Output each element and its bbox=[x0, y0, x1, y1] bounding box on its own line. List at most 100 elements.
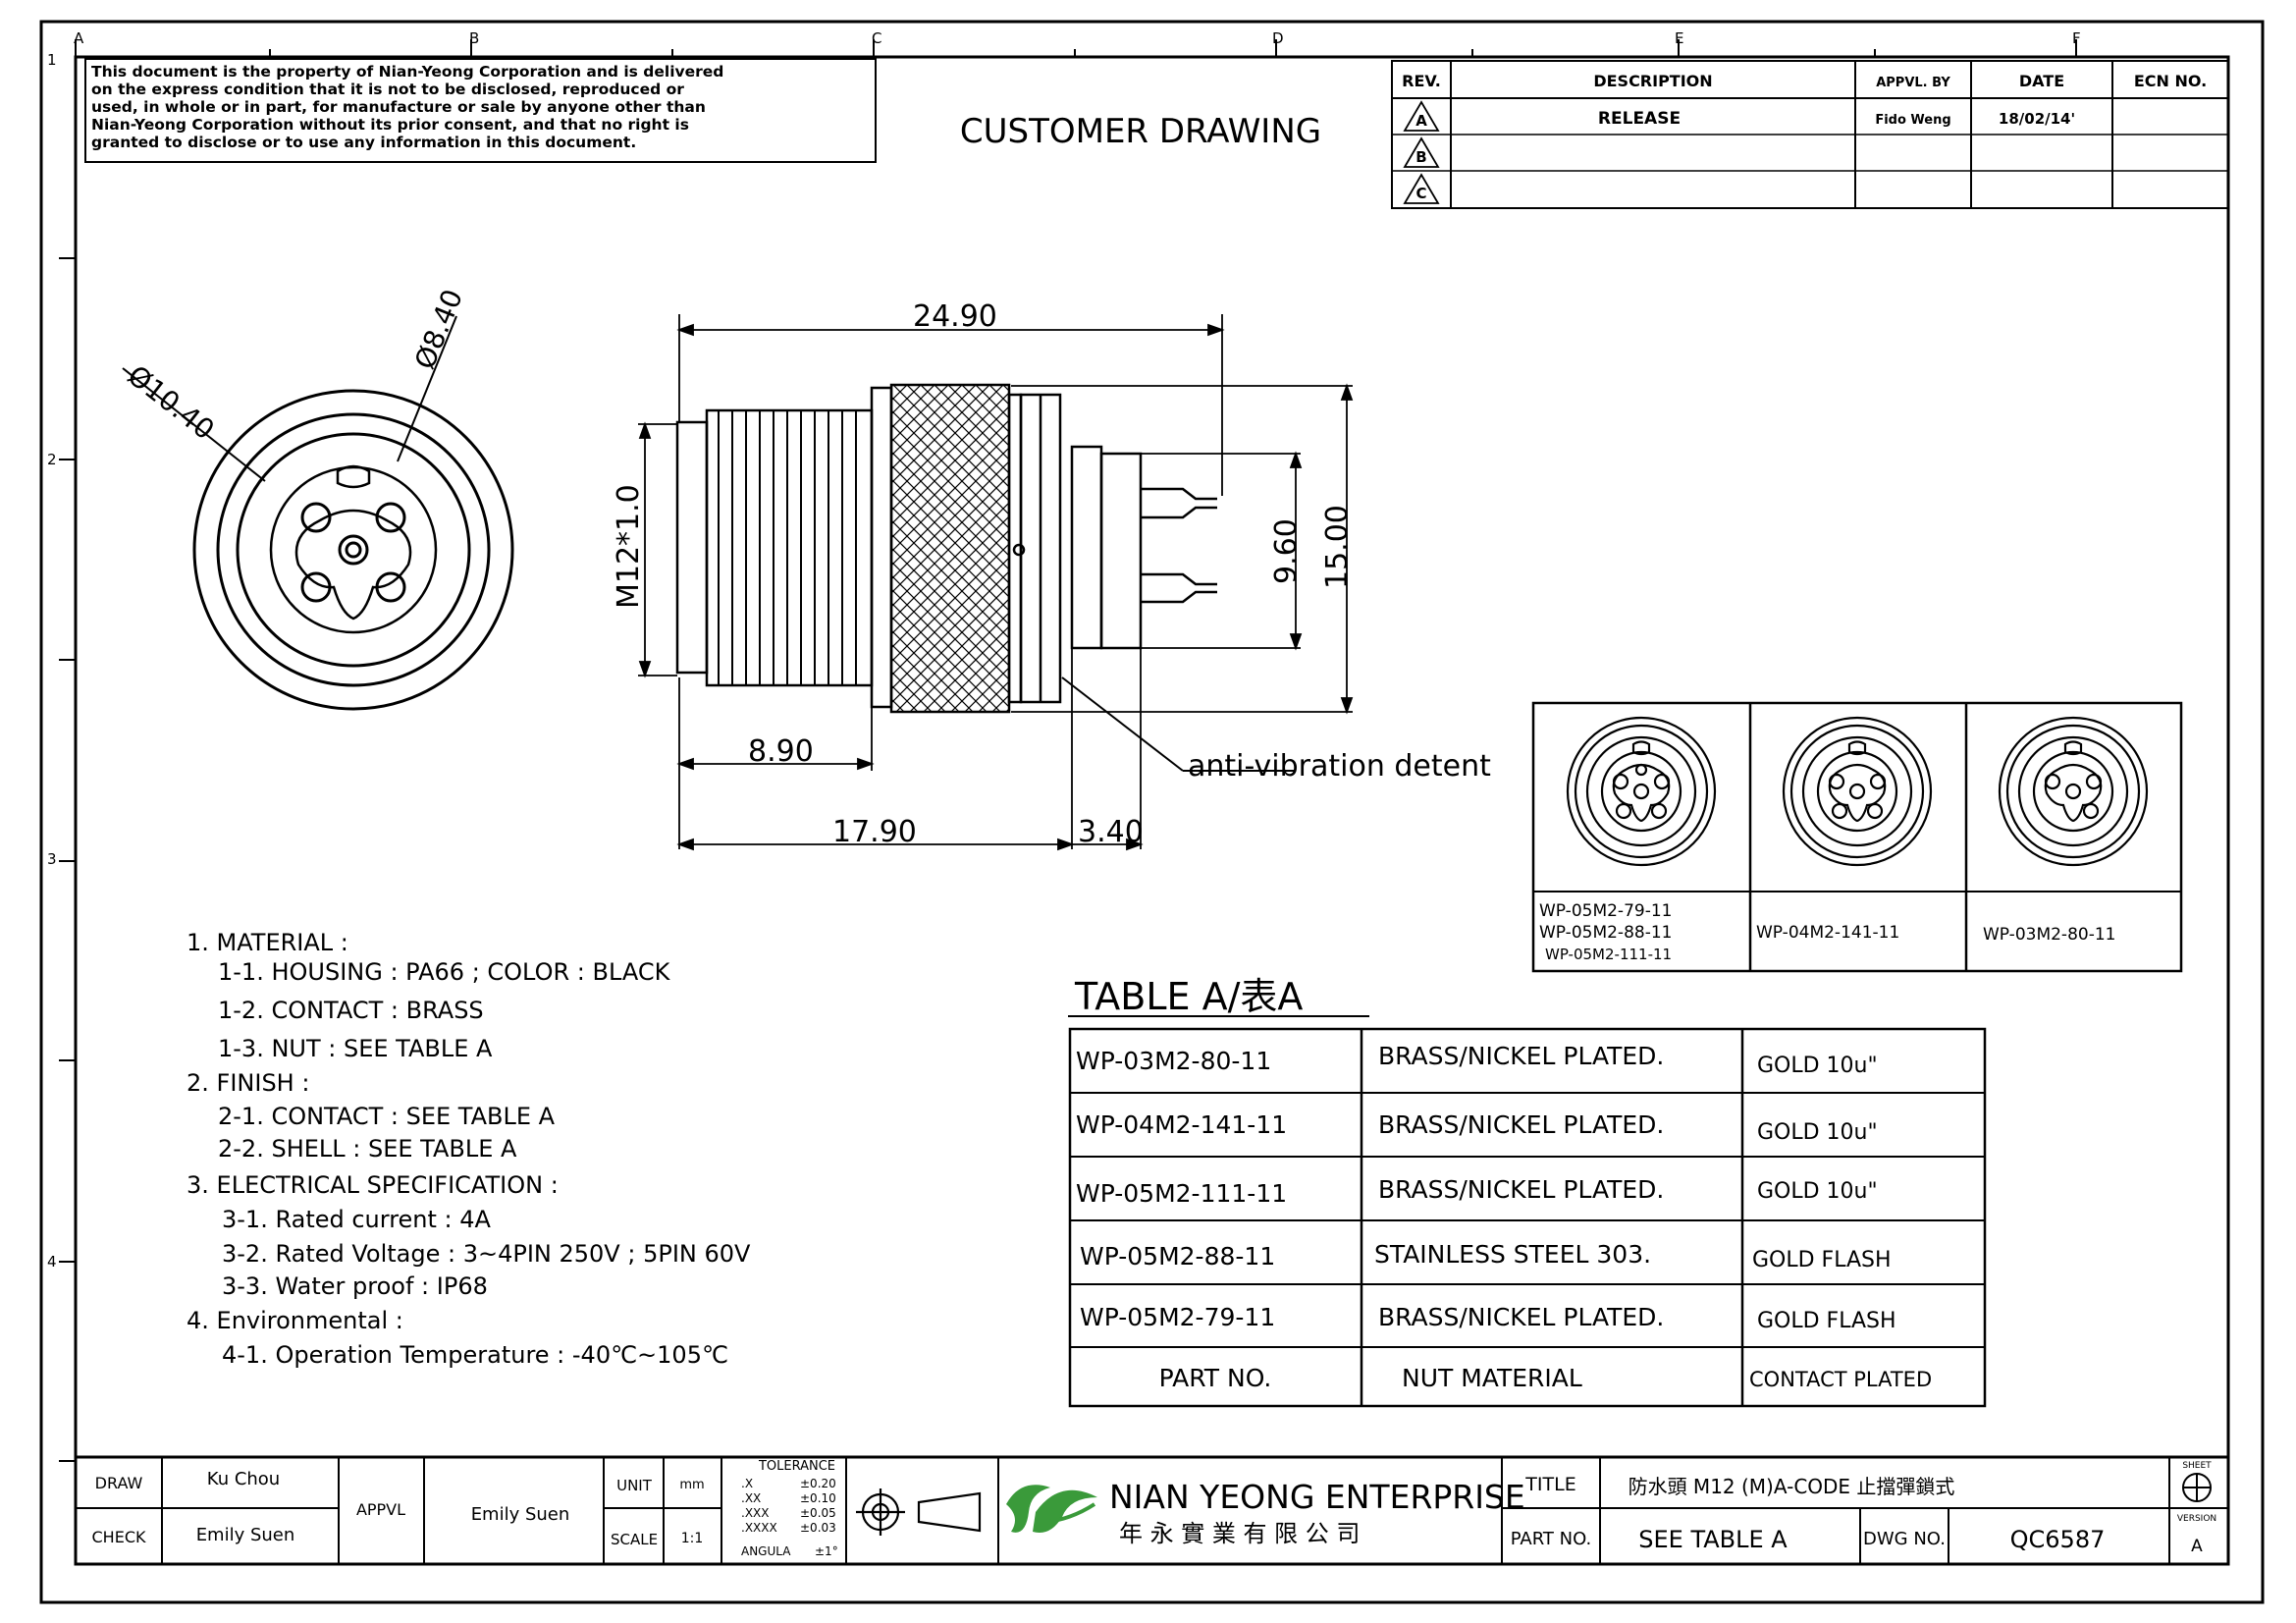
dwg-no-value: QC6587 bbox=[2010, 1526, 2106, 1553]
dim-body-length: 17.90 bbox=[832, 815, 917, 849]
pin-view-label: WP-03M2-80-11 bbox=[1983, 925, 2115, 945]
table-a-plating: GOLD FLASH bbox=[1752, 1248, 1892, 1272]
table-a-footer: NUT MATERIAL bbox=[1402, 1364, 1582, 1392]
rev-header: ECN NO. bbox=[2134, 72, 2207, 90]
table-a-title: TABLE A/表A bbox=[1074, 975, 1303, 1018]
row-label: 3 bbox=[47, 850, 57, 868]
dim-thread-length: 8.90 bbox=[748, 734, 814, 769]
drawing-title: 防水頭 M12 (M)A-CODE 止擋彈鎖式 bbox=[1629, 1475, 1955, 1498]
company-name-cn: 年 永 實 業 有 限 公 司 bbox=[1119, 1520, 1360, 1547]
tolerance-value: ±1° bbox=[815, 1544, 838, 1558]
pin-view-label: WP-05M2-88-11 bbox=[1539, 923, 1672, 943]
header-title: CUSTOMER DRAWING bbox=[960, 112, 1321, 151]
draw-name: Ku Chou bbox=[207, 1469, 280, 1489]
note-line: 2-2. SHELL : SEE TABLE A bbox=[218, 1135, 517, 1163]
row-label: 1 bbox=[47, 51, 57, 69]
detent-label: anti-vibration detent bbox=[1188, 749, 1491, 784]
note-line: 3-2. Rated Voltage : 3~4PIN 250V ; 5PIN … bbox=[222, 1240, 751, 1268]
col-label: F bbox=[2072, 29, 2081, 47]
dwg-no-label: DWG NO. bbox=[1863, 1529, 1946, 1549]
tolerance-key: .X bbox=[741, 1477, 753, 1490]
rev-header: DATE bbox=[2019, 72, 2064, 90]
pin-view-label: WP-05M2-111-11 bbox=[1545, 946, 1672, 963]
company-logo-icon bbox=[1006, 1485, 1097, 1533]
rev-header: APPVL. BY bbox=[1876, 76, 1950, 90]
pin-view-5pin bbox=[1566, 716, 1717, 867]
table-a-nut: BRASS/NICKEL PLATED. bbox=[1378, 1042, 1664, 1070]
note-line: 1. MATERIAL : bbox=[187, 929, 348, 956]
tolerance-key: .XX bbox=[741, 1491, 761, 1505]
sheet-symbol-icon bbox=[2182, 1473, 2212, 1502]
scale-value: 1:1 bbox=[681, 1531, 704, 1546]
appvl-label: APPVL bbox=[356, 1500, 405, 1519]
note-line: 2-1. CONTACT : SEE TABLE A bbox=[218, 1103, 556, 1130]
part-no-label: PART NO. bbox=[1511, 1529, 1592, 1549]
notice-line: on the express condition that it is not … bbox=[91, 81, 684, 98]
projection-symbol bbox=[856, 1488, 982, 1536]
version-label: VERSION bbox=[2177, 1514, 2216, 1524]
title-block: DRAW Ku Chou CHECK Emily Suen APPVL Emil… bbox=[76, 1455, 2228, 1564]
tolerance-title: TOLERANCE bbox=[758, 1459, 835, 1474]
rev-letter: B bbox=[1415, 148, 1426, 166]
row-label: 4 bbox=[47, 1253, 57, 1271]
rev-letter: A bbox=[1415, 112, 1427, 130]
table-a-part: WP-03M2-80-11 bbox=[1076, 1047, 1271, 1075]
table-a-plating: GOLD 10u" bbox=[1757, 1054, 1878, 1078]
dimension-lines bbox=[638, 314, 1354, 851]
table-a-footer: CONTACT PLATED bbox=[1749, 1368, 1932, 1391]
unit-label: UNIT bbox=[616, 1477, 653, 1494]
note-line: 4-1. Operation Temperature : -40℃~105℃ bbox=[222, 1341, 728, 1369]
table-a-part: WP-04M2-141-11 bbox=[1076, 1110, 1287, 1139]
table-a-part: WP-05M2-79-11 bbox=[1080, 1303, 1275, 1331]
dim-tail-length: 3.40 bbox=[1078, 815, 1144, 849]
pin-view-label: WP-05M2-79-11 bbox=[1539, 901, 1672, 921]
tolerance-key: .XXX bbox=[741, 1506, 769, 1520]
col-label: C bbox=[872, 29, 881, 47]
pin-view-4pin bbox=[1782, 716, 1933, 867]
rev-header: REV. bbox=[1402, 72, 1441, 90]
appvl-name: Emily Suen bbox=[471, 1504, 570, 1525]
rev-letter: C bbox=[1415, 185, 1426, 202]
rev-header: DESCRIPTION bbox=[1593, 72, 1712, 90]
col-label: B bbox=[469, 29, 479, 47]
note-line: 3-3. Water proof : IP68 bbox=[222, 1272, 488, 1300]
col-label: D bbox=[1272, 29, 1284, 47]
note-line: 1-1. HOUSING : PA66 ; COLOR : BLACK bbox=[218, 958, 671, 986]
side-view bbox=[675, 383, 1217, 714]
dim-pin-span: 9.60 bbox=[1269, 518, 1304, 584]
notice-line: used, in whole or in part, for manufactu… bbox=[91, 98, 706, 116]
unit-value: mm bbox=[679, 1478, 704, 1492]
rev-approver: Fido Weng bbox=[1875, 113, 1950, 128]
table-a-part: WP-05M2-111-11 bbox=[1076, 1179, 1287, 1208]
title-label: TITLE bbox=[1524, 1474, 1575, 1495]
notice-box bbox=[84, 58, 877, 163]
table-a-nut: BRASS/NICKEL PLATED. bbox=[1378, 1303, 1664, 1331]
dim-inner-diameter: Ø8.40 bbox=[408, 285, 469, 374]
note-line: 1-2. CONTACT : BRASS bbox=[218, 997, 484, 1024]
notes: 1. MATERIAL : 1-1. HOUSING : PA66 ; COLO… bbox=[187, 929, 751, 1369]
draw-label: DRAW bbox=[95, 1474, 143, 1492]
table-a-nut: STAINLESS STEEL 303. bbox=[1374, 1240, 1651, 1269]
tolerance-value: ±0.03 bbox=[800, 1521, 836, 1535]
pin-view-3pin bbox=[1998, 716, 2149, 867]
table-a-plating: GOLD 10u" bbox=[1757, 1179, 1878, 1204]
revision-table: REV. DESCRIPTION APPVL. BY DATE ECN NO. … bbox=[1391, 60, 2229, 209]
tolerance-value: ±0.05 bbox=[800, 1506, 836, 1520]
dim-thread: M12*1.0 bbox=[612, 484, 646, 609]
dim-height: 15.00 bbox=[1320, 505, 1355, 589]
company-name: NIAN YEONG ENTERPRISE bbox=[1109, 1478, 1525, 1516]
check-label: CHECK bbox=[92, 1528, 146, 1546]
dim-total-length: 24.90 bbox=[913, 299, 997, 334]
rev-date: 18/02/14' bbox=[1999, 110, 2075, 128]
tolerance-key: ANGULA bbox=[741, 1544, 791, 1558]
note-line: 3-1. Rated current : 4A bbox=[222, 1206, 492, 1233]
table-a-plating: GOLD 10u" bbox=[1757, 1120, 1878, 1145]
col-label: E bbox=[1675, 29, 1683, 47]
front-view bbox=[122, 315, 514, 711]
notice-line: This document is the property of Nian-Ye… bbox=[91, 63, 723, 81]
tolerance-key: .XXXX bbox=[741, 1521, 777, 1535]
note-line: 2. FINISH : bbox=[187, 1069, 309, 1097]
note-line: 1-3. NUT : SEE TABLE A bbox=[218, 1035, 493, 1062]
part-no-value: SEE TABLE A bbox=[1638, 1526, 1788, 1553]
